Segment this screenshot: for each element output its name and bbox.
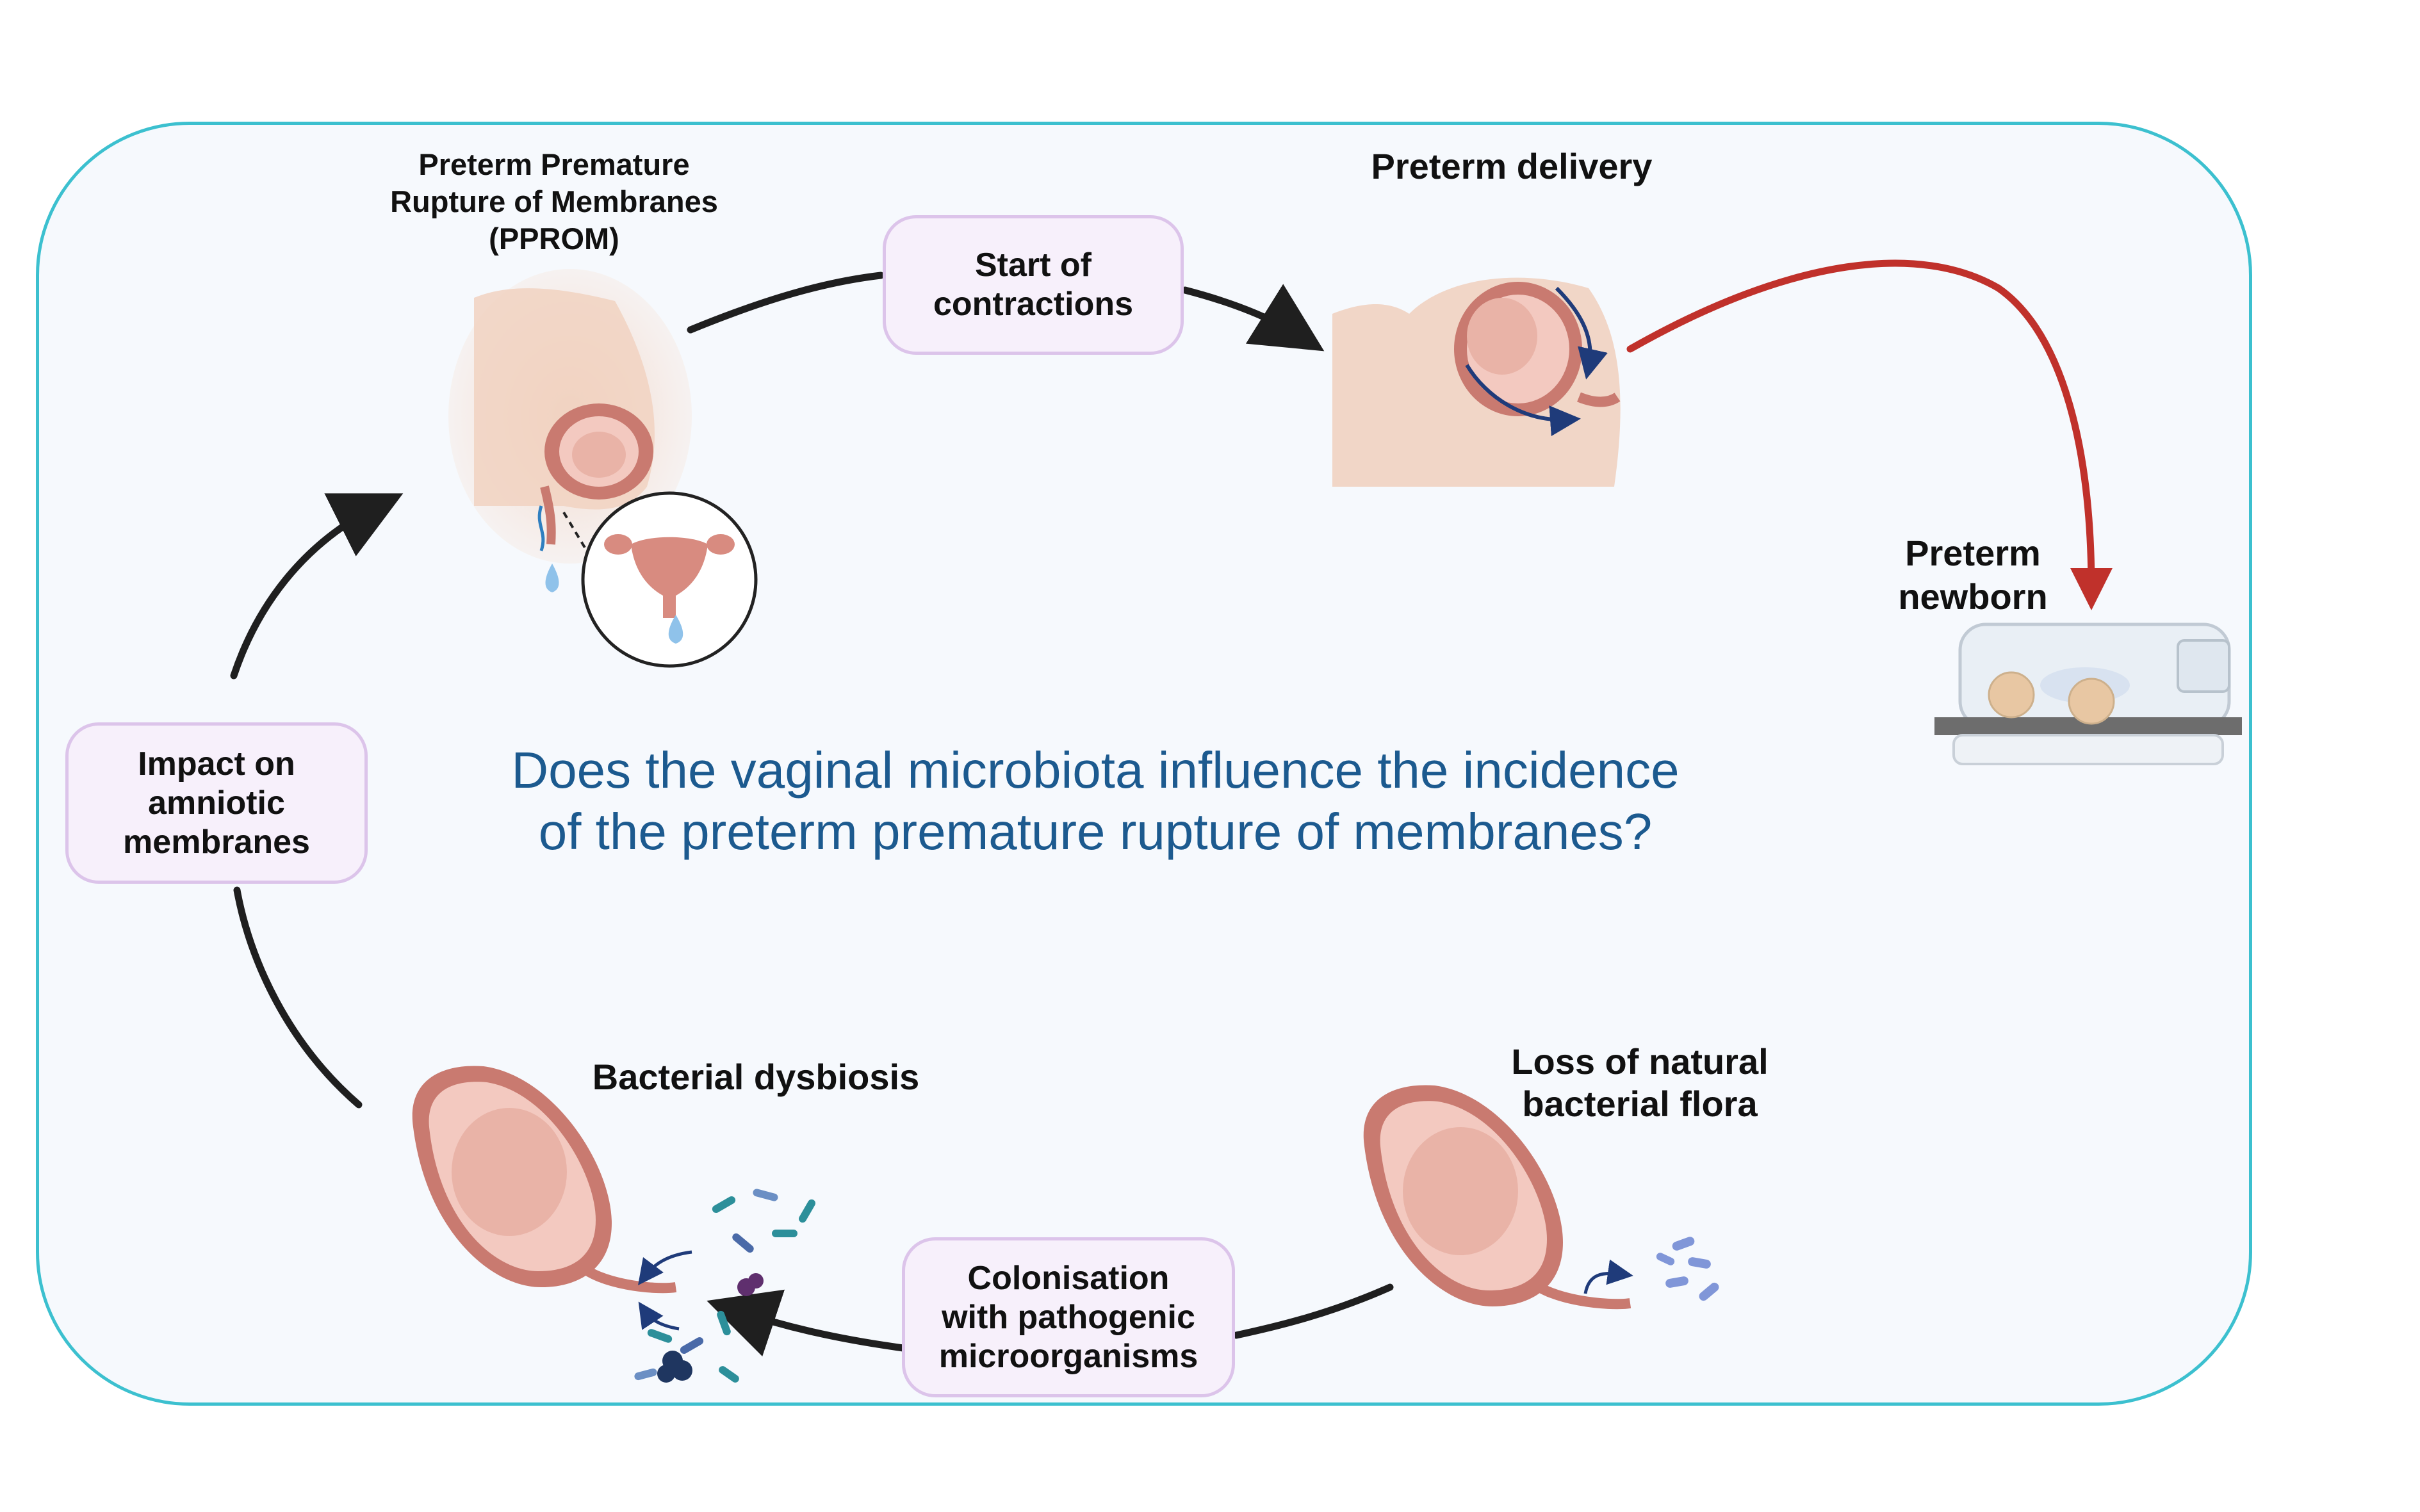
- central-question: Does the vaginal microbiota influence th…: [511, 742, 1680, 860]
- arrow-flora-to-colonisation: [1232, 1283, 1394, 1339]
- bacteria-icon: [1656, 1237, 1719, 1301]
- fetus-icon: [1403, 1127, 1518, 1255]
- arrow-delivery-to-newborn: [1626, 259, 2113, 610]
- arrow-contractions-to-delivery: [1181, 284, 1325, 352]
- label-bacterial-dysbiosis: Bacterial dysbiosis: [592, 1057, 920, 1097]
- pprom-illustration: [448, 269, 758, 668]
- arrow-impact-to-pprom: [230, 493, 404, 679]
- arrow-colonisation-to-dysbiosis: [707, 1289, 907, 1357]
- label-preterm-delivery: Preterm delivery: [1371, 146, 1653, 186]
- label-pprom: Preterm Premature Rupture of Membranes (…: [390, 147, 718, 256]
- arrow-pprom-to-contractions: [687, 272, 885, 334]
- bacteria-icon: [634, 1189, 815, 1383]
- label-loss-of-flora: Loss of natural bacterial flora: [1511, 1041, 1769, 1124]
- preterm-delivery-illustration: [1332, 277, 1621, 487]
- water-drop-icon: [668, 615, 683, 644]
- water-drop-icon: [545, 564, 559, 592]
- label-preterm-newborn: Preterm newborn: [1898, 533, 2048, 617]
- dysbiosis-illustration: [412, 1066, 815, 1383]
- box-start-of-contractions: Start of contractions: [883, 215, 1184, 355]
- fetus-icon: [1467, 298, 1537, 375]
- fetus-icon: [452, 1108, 567, 1236]
- arrow-dysbiosis-to-impact: [233, 886, 363, 1109]
- box-colonisation: Colonisation with pathogenic microorgani…: [902, 1237, 1235, 1397]
- box-impact-on-membranes: Impact on amniotic membranes: [65, 722, 368, 884]
- fetus-icon: [572, 432, 626, 478]
- incubator-icon: [1934, 622, 2242, 765]
- loss-of-flora-illustration: [1363, 1085, 1719, 1310]
